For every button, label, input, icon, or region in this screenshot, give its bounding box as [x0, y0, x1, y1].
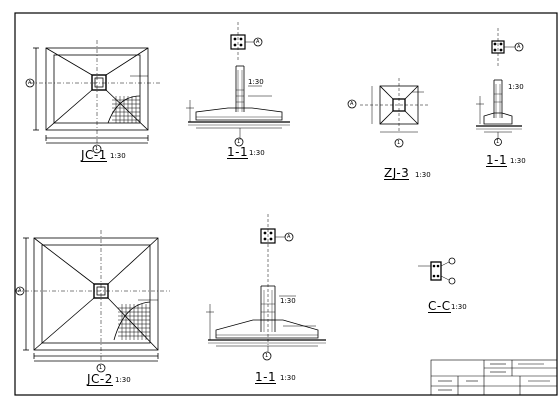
jc2-plan	[15, 230, 170, 373]
section-3-scale: 1:30	[280, 374, 296, 382]
section-2-axis-label: A	[517, 44, 521, 50]
jc1-title: JC-1	[81, 148, 107, 162]
cc-title: C-C	[428, 299, 451, 313]
section-3-callout: 1:30	[280, 297, 296, 305]
cc-scale: 1:30	[451, 303, 467, 311]
zj3-plan	[347, 78, 430, 148]
jc2-section-marker: 1	[99, 365, 103, 371]
zj3-section-marker: 1	[397, 140, 401, 146]
section-1-scale: 1:30	[249, 149, 265, 157]
section-3-axis-label: A	[287, 234, 291, 240]
jc1-axis-label: A	[28, 80, 32, 86]
jc1-section-marker: 1	[95, 146, 99, 152]
cc-detail	[418, 257, 456, 285]
section-1-marker: 1	[237, 139, 241, 145]
section-3-title: 1-1	[255, 370, 277, 384]
title-block	[430, 359, 558, 396]
section-1-axis-label: A	[256, 39, 260, 45]
jc2-axis-label: A	[18, 288, 22, 294]
section-2-scale: 1:30	[510, 157, 526, 165]
section-3-detail	[206, 214, 326, 361]
section-2-callout: 1:30	[508, 83, 524, 91]
section-1-callout: 1:30	[248, 78, 264, 86]
zj3-title: ZJ-3	[384, 166, 410, 180]
drawing-border	[14, 12, 558, 396]
jc2-rebar-mesh	[113, 301, 151, 341]
jc2-title: JC-2	[87, 372, 113, 386]
zj3-axis-label: A	[350, 101, 354, 107]
jc1-rebar-mesh	[107, 95, 141, 124]
section-3-marker: 1	[265, 353, 269, 359]
section-2-title: 1-1	[486, 153, 508, 167]
section-2-marker: 1	[496, 139, 500, 145]
jc2-scale: 1:30	[115, 376, 131, 384]
zj3-scale: 1:30	[415, 171, 431, 179]
section-2-detail	[476, 28, 524, 146]
section-1-title: 1-1	[227, 145, 249, 159]
jc1-plan	[25, 40, 160, 154]
section-1-detail	[186, 22, 290, 147]
jc1-scale: 1:30	[110, 152, 126, 160]
